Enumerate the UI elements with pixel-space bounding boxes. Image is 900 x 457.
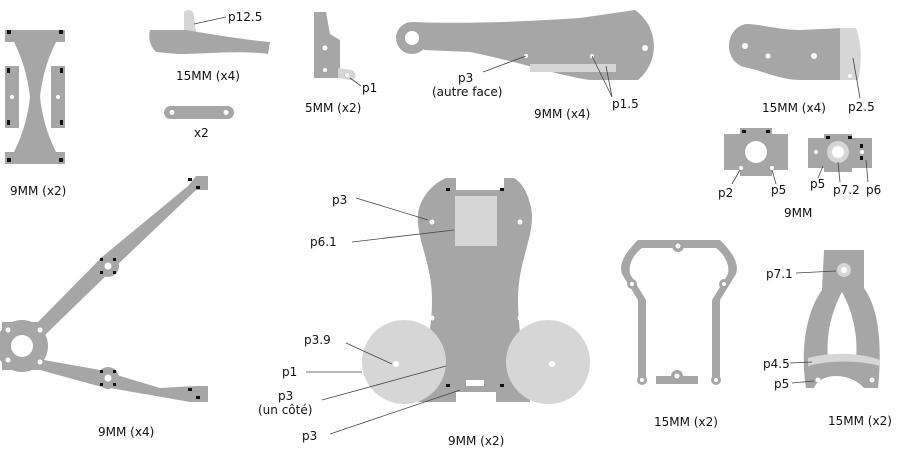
part-leg: 9MM (x4)	[0, 176, 208, 439]
part-arm: p3 (autre face) p1.5 9MM (x4)	[396, 10, 668, 121]
part-hoop: 15MM (x2)	[621, 240, 737, 429]
part-hoop-caption: 15MM (x2)	[654, 415, 718, 429]
part-plates-caption: 9MM	[784, 206, 812, 220]
part-bracket: p1 5MM (x2)	[305, 12, 377, 115]
part-arm-caption: 9MM (x4)	[534, 107, 590, 121]
part-body-label-p3-bottom: p3	[302, 429, 317, 443]
part-plates-label-p2: p2	[718, 186, 733, 200]
part-link-label: p12.5	[228, 10, 262, 24]
part-body-label-p1: p1	[282, 365, 297, 379]
part-arm-label-p1.5: p1.5	[612, 97, 639, 111]
part-plates: p2 p5 p5 p7.2 p6 9MM	[718, 128, 881, 220]
part-bracket-label: p1	[362, 81, 377, 95]
part-paddle: p2.5 15MM (x4)	[729, 24, 875, 115]
part-body-label-p3-side-line2: (un côté)	[258, 403, 312, 417]
part-plates-label-p7.2: p7.2	[833, 183, 860, 197]
part-body: p3 p6.1 p3.9 p1 p3 (un côté) p3 9MM (x2)	[258, 178, 590, 448]
part-fork-label-p5: p5	[774, 377, 789, 391]
part-link-caption: 15MM (x4)	[176, 69, 240, 83]
part-arm-label-p3-line1: p3	[458, 71, 473, 85]
part-fork: p7.1 p4.5 p5 15MM (x2)	[763, 250, 892, 428]
part-fork-caption: 15MM (x2)	[828, 414, 892, 428]
part-arm-label-p3-line2: (autre face)	[432, 85, 502, 99]
part-plates-label-p5b: p5	[810, 177, 825, 191]
part-bar-caption: x2	[194, 126, 209, 140]
part-arm-label-p3: p3 (autre face)	[432, 71, 502, 99]
part-body-label-p3-side-line1: p3	[278, 389, 293, 403]
part-paddle-label: p2.5	[848, 100, 875, 114]
part-paddle-caption: 15MM (x4)	[762, 101, 826, 115]
part-body-label-p3-top: p3	[332, 193, 347, 207]
part-bracket-caption: 5MM (x2)	[305, 101, 361, 115]
part-leg-caption: 9MM (x4)	[98, 425, 154, 439]
part-plates-label-p6: p6	[866, 183, 881, 197]
part-body-label-p3-side: p3 (un côté)	[258, 389, 312, 417]
part-bar: x2	[164, 106, 234, 140]
part-frame: 9MM (x2)	[5, 30, 66, 198]
part-body-caption: 9MM (x2)	[448, 434, 504, 448]
part-link: p12.5 15MM (x4)	[149, 9, 270, 83]
part-body-label-p6.1: p6.1	[310, 235, 337, 249]
part-frame-caption: 9MM (x2)	[10, 184, 66, 198]
part-fork-label-p7.1: p7.1	[766, 267, 793, 281]
part-fork-label-p4.5: p4.5	[763, 357, 790, 371]
part-plates-label-p5a: p5	[771, 183, 786, 197]
part-body-label-p3.9: p3.9	[304, 333, 331, 347]
